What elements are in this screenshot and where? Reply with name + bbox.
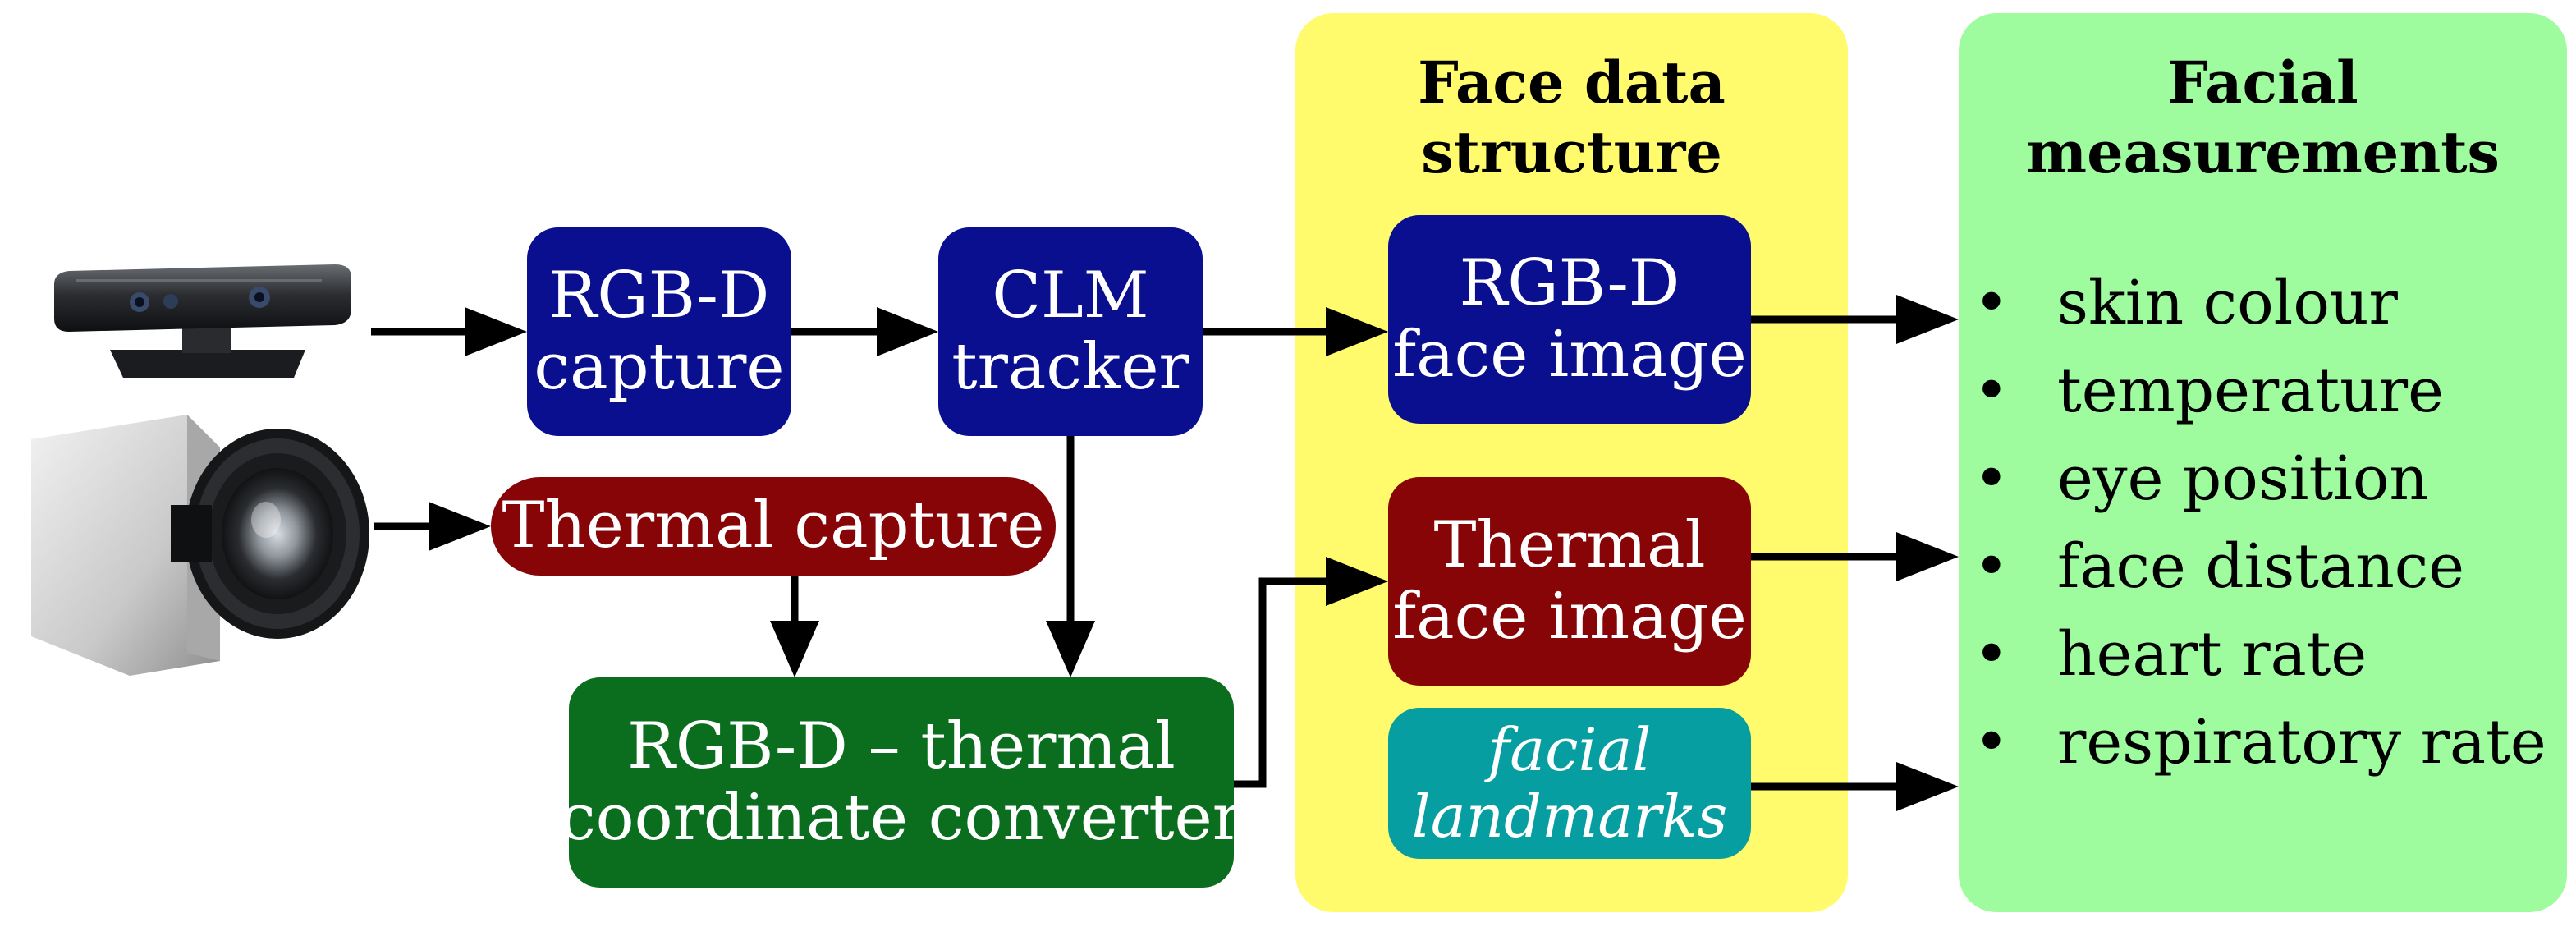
arrowhead xyxy=(877,307,938,356)
arrowhead xyxy=(1896,295,1959,344)
bullet: • xyxy=(1973,619,2010,690)
thermal-capture-node: Thermal capture xyxy=(491,477,1056,576)
node-label-line: face image xyxy=(1392,580,1747,654)
bullet: • xyxy=(1973,268,2010,338)
node-label-line: coordinate converter xyxy=(560,781,1243,855)
arrowhead xyxy=(770,621,819,677)
node-label-line: RGB-D – thermal xyxy=(627,709,1176,783)
node-label-line: face image xyxy=(1392,318,1747,392)
panel-title-line: Facial xyxy=(2167,48,2358,117)
panel-title-line: Face data xyxy=(1418,48,1726,117)
bullet: • xyxy=(1973,356,2010,426)
node-label-line: RGB-D xyxy=(548,258,770,333)
face-data-structure-title: Face data structure xyxy=(1295,48,1848,188)
measurement-label: temperature xyxy=(2057,356,2444,426)
measurement-label: face distance xyxy=(2057,531,2465,602)
facial-measurements-panel xyxy=(1959,13,2567,912)
list-item: • heart rate xyxy=(1962,611,2561,699)
measurement-label: respiratory rate xyxy=(2057,707,2546,778)
arrowhead xyxy=(1326,557,1388,606)
list-item: • temperature xyxy=(1962,347,2561,435)
list-item: • eye position xyxy=(1962,435,2561,523)
measurement-label: heart rate xyxy=(2057,619,2367,690)
panel-title-line: measurements xyxy=(2026,118,2500,187)
node-label-line: Thermal capture xyxy=(502,489,1045,563)
arrowhead xyxy=(429,502,491,551)
measurement-list: •skin colour •temperature •eye position … xyxy=(1962,259,2561,787)
node-label-line: RGB-D xyxy=(1459,246,1680,320)
coordinate-converter-node: RGB-D – thermal coordinate converter xyxy=(560,677,1243,888)
rgbd-face-image-node: RGB-D face image xyxy=(1388,215,1751,424)
list-item: • respiratory rate xyxy=(1962,699,2561,787)
panel-title-line: structure xyxy=(1421,118,1722,187)
kinect-sensor-icon xyxy=(54,264,351,378)
arrow-converter-to-thermal-face-image xyxy=(1234,577,1326,788)
arrowhead xyxy=(1896,762,1959,811)
bullet: • xyxy=(1973,707,2010,778)
node-label-line: capture xyxy=(534,330,785,404)
rgbd-capture-node: RGB-D capture xyxy=(527,227,791,436)
bullet: • xyxy=(1973,531,2010,602)
clm-tracker-node: CLM tracker xyxy=(938,227,1203,436)
arrowhead xyxy=(465,307,527,356)
node-label-line: landmarks xyxy=(1411,782,1728,851)
list-item: • face distance xyxy=(1962,523,2561,611)
node-label-line: tracker xyxy=(951,330,1189,404)
facial-measurements-title: Facial measurements xyxy=(1959,48,2567,188)
thermal-camera-icon xyxy=(31,415,369,676)
arrowhead xyxy=(1326,307,1388,356)
list-item: • skin colour xyxy=(1962,259,2561,347)
node-label-line: Thermal xyxy=(1433,507,1706,582)
node-label-line: facial xyxy=(1487,715,1652,785)
arrowhead xyxy=(1046,621,1095,677)
facial-landmarks-node: facial landmarks xyxy=(1388,708,1751,859)
node-label-line: CLM xyxy=(992,258,1149,333)
measurement-label: eye position xyxy=(2057,443,2429,514)
arrowhead xyxy=(1896,532,1959,581)
bullet: • xyxy=(1973,443,2010,514)
measurement-label: skin colour xyxy=(2057,268,2398,338)
thermal-face-image-node: Thermal face image xyxy=(1388,477,1751,686)
